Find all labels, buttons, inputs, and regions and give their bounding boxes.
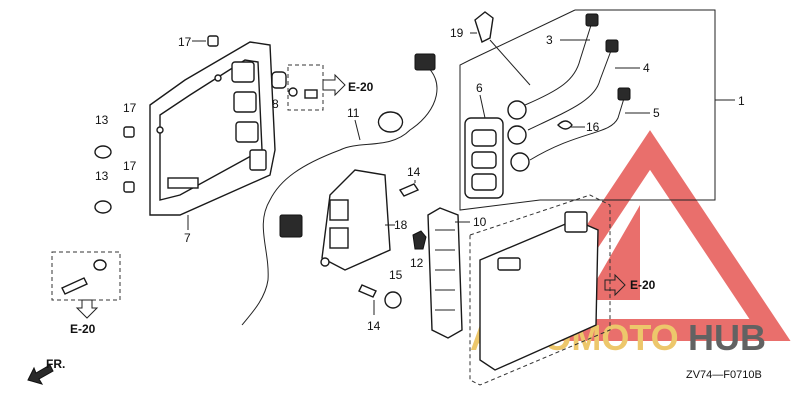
callout-8: 8 [272, 97, 279, 111]
plug-lead-5 [529, 94, 626, 161]
bolt-14b [358, 284, 377, 298]
callout-15: 15 [389, 268, 403, 282]
cord-clip-16 [557, 120, 573, 130]
plug-lead-3 [524, 21, 593, 106]
collar-17a [207, 35, 219, 47]
cap-15 [384, 291, 402, 309]
harness-grommet [377, 111, 404, 133]
wire-harness [241, 64, 438, 326]
collar-17b [123, 126, 135, 138]
ecu-module [320, 169, 391, 271]
grommet-8 [271, 71, 287, 89]
callout-17a: 17 [178, 35, 192, 49]
assembly-frame [540, 9, 716, 201]
cable-clip-19 [474, 11, 494, 43]
plug-cap-3 [585, 13, 599, 27]
ref-label-e20-right: E-20 [630, 278, 656, 292]
callout-14b: 14 [367, 319, 381, 333]
cover-dashed-outline [469, 194, 611, 386]
ref-arrow-e20-top [322, 73, 346, 97]
plug-cap-4 [605, 39, 619, 53]
callout-13b: 13 [95, 169, 109, 183]
callout-4: 4 [643, 61, 650, 75]
ref-label-e20-top: E-20 [348, 80, 374, 94]
harness-connector-mid [279, 214, 303, 238]
harness-protector [427, 207, 463, 339]
callout-5: 5 [653, 106, 660, 120]
watermark-text-hub: HUB [688, 317, 766, 358]
callout-3: 3 [546, 33, 553, 47]
diagram-code: ZV74—F0710B [686, 369, 762, 381]
front-arrow-icon [27, 364, 54, 385]
callout-13a: 13 [95, 113, 109, 127]
bolt-14a [398, 183, 420, 197]
watermark-triangle-inner [585, 205, 640, 300]
front-marker: FR. [46, 357, 65, 371]
bolt-kit-washer [93, 259, 107, 271]
callout-7: 7 [184, 231, 191, 245]
ecu-bracket [149, 41, 276, 216]
grommet-13b [94, 200, 112, 214]
callout-11: 11 [347, 106, 360, 120]
leader-11 [354, 119, 361, 141]
callout-16: 16 [586, 120, 600, 134]
grommet-13a [94, 145, 112, 159]
callout-1: 1 [738, 94, 745, 108]
leader-19b [489, 39, 531, 86]
washer-8 [288, 87, 298, 97]
ref-label-e20-left: E-20 [70, 322, 96, 336]
bolt-kit-bolt [61, 277, 88, 295]
callout-12: 12 [410, 256, 424, 270]
collar-17c [123, 181, 135, 193]
bolt-8 [304, 89, 318, 99]
callout-6: 6 [476, 81, 483, 95]
ignition-coil-assembly [464, 100, 530, 199]
ref-arrow-e20-right [604, 273, 626, 297]
harness-connector-left [249, 149, 267, 171]
clip-12 [412, 230, 427, 250]
callout-17b: 17 [123, 101, 137, 115]
cover-connector [564, 211, 588, 233]
plug-cap-5 [617, 87, 631, 101]
cover-connector-2 [497, 257, 521, 271]
callout-19: 19 [450, 26, 464, 40]
harness-connector-top [414, 53, 436, 71]
ref-box-e20-left [51, 251, 121, 301]
assembly-frame-left [459, 9, 576, 211]
leader-6 [479, 94, 486, 119]
callout-17c: 17 [123, 159, 137, 173]
callout-14a: 14 [407, 165, 421, 179]
callout-18: 18 [394, 218, 408, 232]
plug-lead-4 [527, 47, 613, 131]
callout-10: 10 [473, 215, 487, 229]
ref-arrow-e20-left [75, 299, 99, 319]
